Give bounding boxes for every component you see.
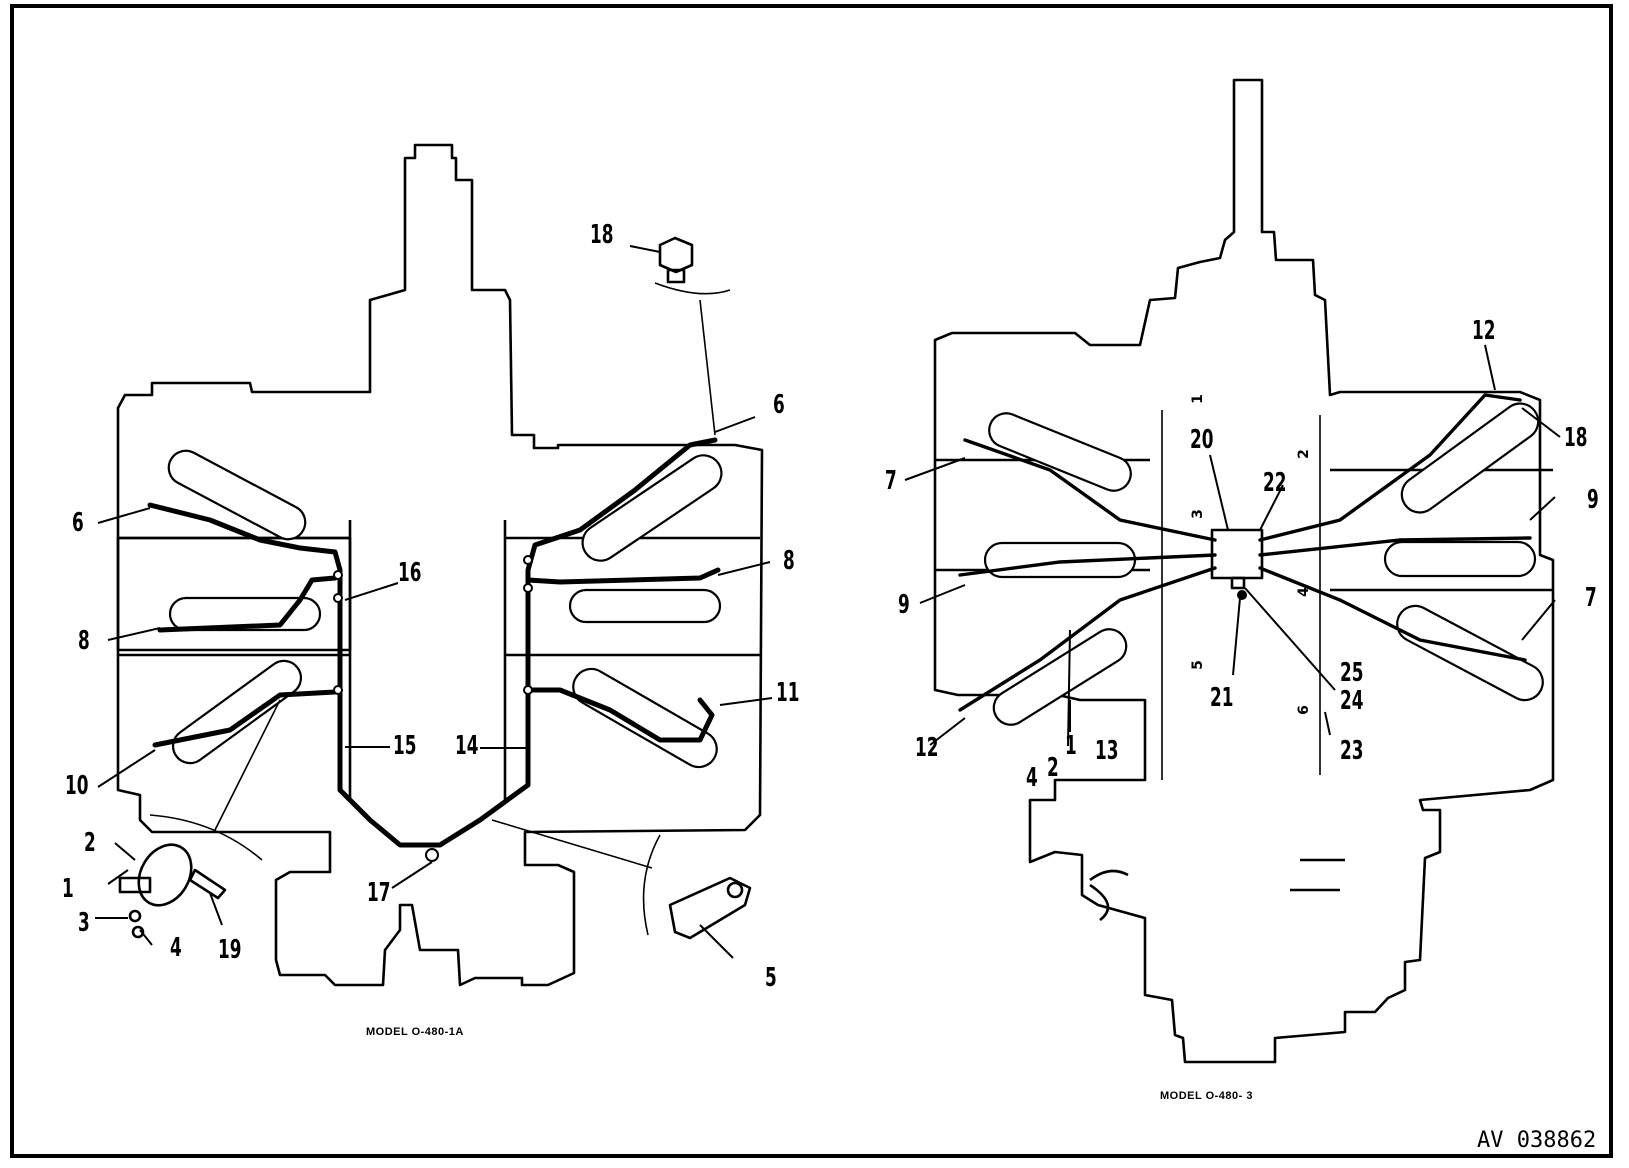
left-engine-cylinders [167,449,723,769]
callout-1: 1 [62,874,74,904]
callout-10: 10 [65,771,89,801]
cylinder-number-3: 3 [1189,509,1206,519]
left-engine-leaders [95,245,773,959]
callout-9-right: 9 [1587,485,1599,515]
callout-7-left: 7 [885,466,897,496]
callout-6-left: 6 [72,508,84,538]
callout-17: 17 [367,878,391,908]
callout-1: 1 [1065,731,1077,761]
right-model-caption: MODEL O-480- 3 [1160,1090,1253,1102]
left-loose-parts [118,236,752,940]
cylinder-number-2: 2 [1295,449,1312,459]
cylinder-number-1: 1 [1189,394,1206,404]
callout-12-lower: 12 [915,733,939,763]
callout-4: 4 [1026,763,1038,793]
callout-18: 18 [1564,423,1588,453]
callout-25: 25 [1340,658,1364,688]
figure-reference-number: AV 038862 [1477,1128,1597,1153]
callout-14: 14 [455,731,479,761]
cylinder-number-5: 5 [1189,660,1206,670]
callout-13: 13 [1095,736,1119,766]
callout-7-right: 7 [1585,583,1597,613]
callout-23: 23 [1340,736,1364,766]
right-engine-cylinders [983,402,1544,726]
callout-20: 20 [1190,425,1214,455]
callout-18-fuel-fitting: 18 [590,220,614,250]
callout-22: 22 [1263,468,1287,498]
callout-15: 15 [393,731,417,761]
callout-3: 3 [78,908,90,938]
callout-24: 24 [1340,686,1364,716]
cylinder-number-6: 6 [1295,705,1312,715]
callout-21: 21 [1210,683,1234,713]
left-model-caption: MODEL O-480-1A [366,1026,464,1038]
left-engine-hoses [147,437,721,862]
callout-8-left: 8 [78,626,90,656]
callout-8-right: 8 [783,546,795,576]
callout-2: 2 [84,828,96,858]
right-engine-lines [958,393,1532,712]
callout-5: 5 [765,963,777,993]
callout-16: 16 [398,558,422,588]
figure-border [10,4,1613,1158]
callout-12-upper: 12 [1472,316,1496,346]
callout-6-upper-right: 6 [773,390,785,420]
callout-2: 2 [1047,753,1059,783]
callout-9-left: 9 [898,590,910,620]
callout-11: 11 [776,678,800,708]
left-engine-outline [116,143,764,987]
cylinder-number-4: 4 [1295,587,1312,597]
callout-19: 19 [218,935,242,965]
right-engine-leaders [904,344,1561,747]
callout-4: 4 [170,933,182,963]
